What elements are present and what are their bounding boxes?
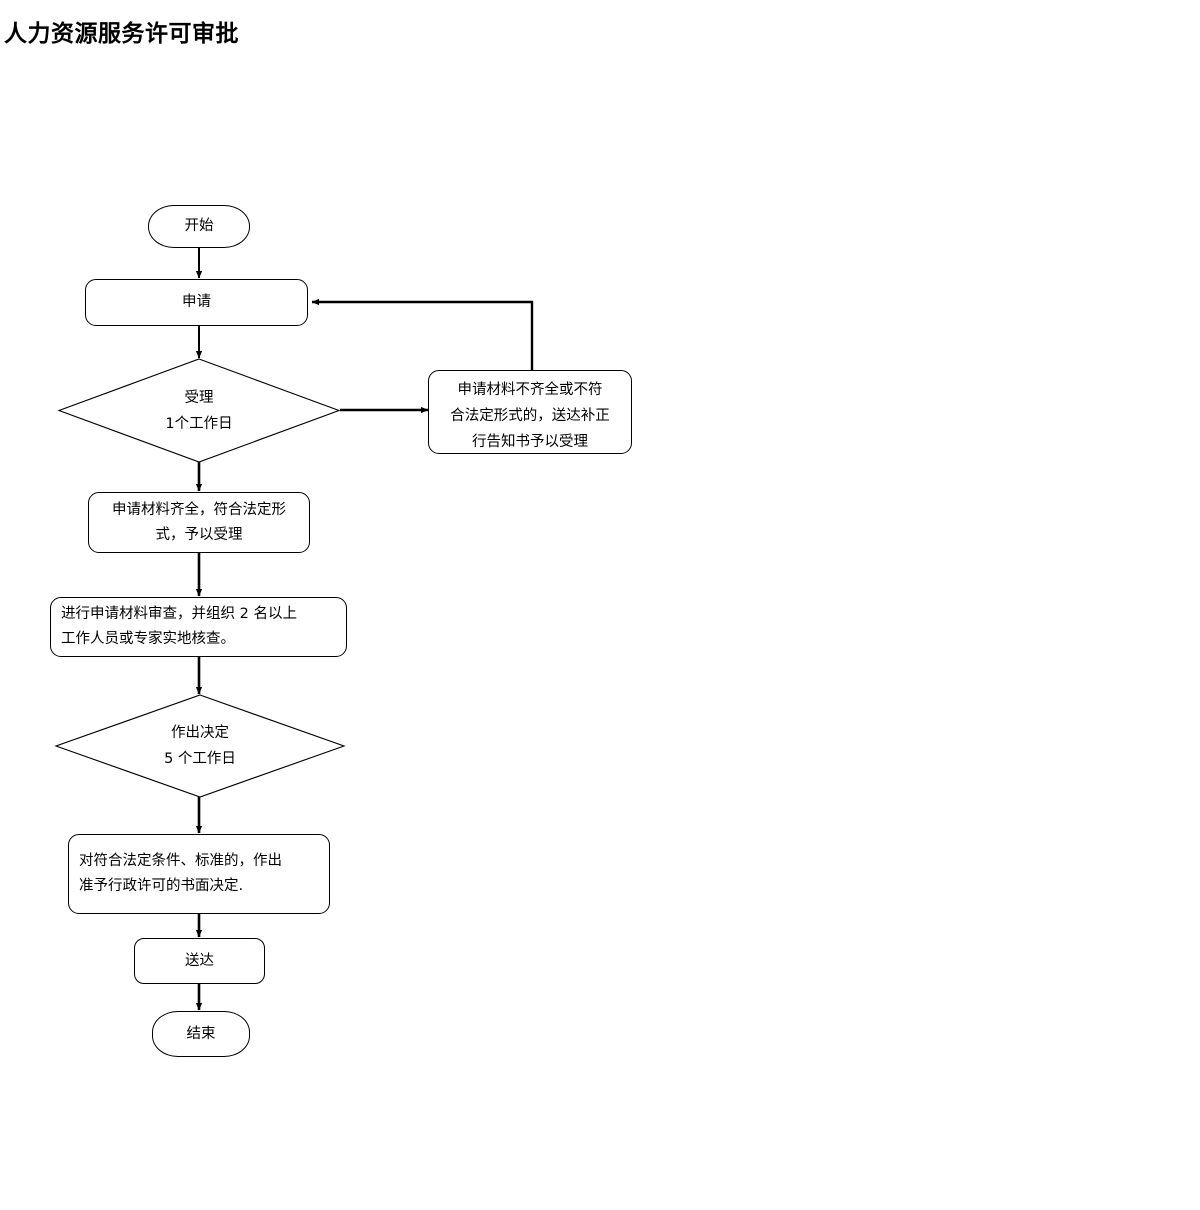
- node-approve[interactable]: 对符合法定条件、标准的，作出 准予行政许可的书面决定.: [68, 834, 330, 914]
- node-deliver-label: 送达: [185, 952, 214, 969]
- node-start-label: 开始: [184, 218, 214, 234]
- edge-incomplete-apply: [311, 298, 534, 370]
- page-title: 人力资源服务许可审批: [4, 21, 239, 46]
- node-start[interactable]: 开始: [148, 205, 250, 248]
- node-decision[interactable]: 作出决定 5 个工作日: [54, 694, 346, 798]
- node-end[interactable]: 结束: [152, 1011, 250, 1057]
- node-apply[interactable]: 申请: [85, 279, 308, 326]
- node-incomplete-label: 申请材料不齐全或不符 合法定形式的，送达补正 行告知书予以受理: [450, 382, 610, 450]
- diamond-shape-decision: [54, 694, 346, 798]
- node-review-label: 进行申请材料审查，并组织 2 名以上 工作人员或专家实地核查。: [61, 606, 297, 647]
- node-end-label: 结束: [186, 1025, 216, 1042]
- node-approve-label: 对符合法定条件、标准的，作出 准予行政许可的书面决定.: [79, 853, 282, 894]
- node-review[interactable]: 进行申请材料审查，并组织 2 名以上 工作人员或专家实地核查。: [50, 597, 347, 657]
- node-complete[interactable]: 申请材料齐全，符合法定形 式，予以受理: [88, 492, 310, 553]
- node-complete-label: 申请材料齐全，符合法定形 式，予以受理: [112, 501, 286, 543]
- node-accept[interactable]: 受理 1个工作日: [57, 358, 341, 463]
- node-apply-label: 申请: [182, 294, 211, 310]
- node-deliver[interactable]: 送达: [134, 938, 265, 984]
- diamond-shape-accept: [57, 358, 341, 463]
- node-incomplete[interactable]: 申请材料不齐全或不符 合法定形式的，送达补正 行告知书予以受理: [428, 370, 632, 454]
